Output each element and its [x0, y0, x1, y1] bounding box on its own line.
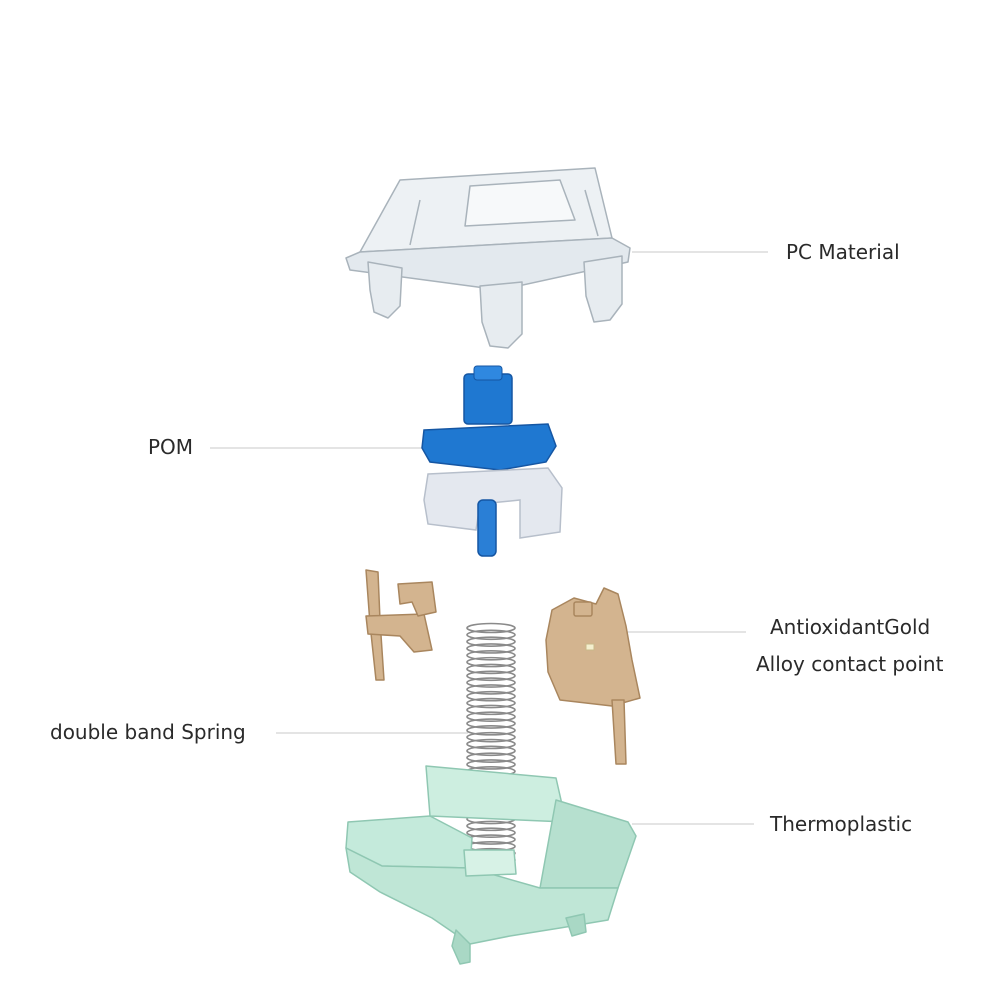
- spring-coil: [466, 752, 516, 763]
- label-pom: POM: [148, 435, 194, 459]
- top-housing-rib-left: [409, 199, 421, 246]
- spring-coil: [466, 820, 516, 832]
- spring-coil: [466, 711, 516, 723]
- leader-lines: [210, 251, 768, 825]
- contact-right: [545, 587, 641, 765]
- bottom-housing-pin-left: [451, 929, 471, 965]
- top-housing: [345, 167, 631, 349]
- spring-coil: [466, 725, 516, 736]
- contact-left-tab: [397, 581, 437, 617]
- label-thermoplastic: Thermoplastic: [770, 812, 913, 836]
- spring-coil: [466, 690, 516, 702]
- contact-right-point: [585, 643, 595, 651]
- label-contacts-line2: Alloy contact point: [756, 652, 944, 676]
- spring-coil: [466, 656, 516, 668]
- bottom-housing-right-wall: [539, 799, 637, 889]
- stem-slider: [423, 467, 563, 539]
- spring-coil: [466, 649, 516, 661]
- spring-coil: [466, 759, 516, 770]
- spring-coil: [466, 684, 516, 695]
- contact-left: [365, 569, 437, 681]
- spring-coil: [466, 827, 516, 839]
- stem-plate: [421, 423, 557, 471]
- spring-coil: [466, 738, 516, 750]
- top-housing-leg-center: [479, 281, 523, 349]
- spring-coil: [466, 697, 516, 709]
- spring-coil: [466, 704, 516, 716]
- label-pc-material: PC Material: [786, 240, 900, 264]
- top-housing-window: [464, 179, 576, 227]
- top-housing-leg-right: [583, 255, 623, 323]
- label-spring: double band Spring: [50, 720, 246, 744]
- spring-coil: [466, 636, 516, 647]
- spring-coil: [466, 670, 516, 682]
- stem-cross-top: [473, 365, 503, 381]
- bottom-housing-post: [463, 849, 517, 877]
- spring-coil: [466, 622, 516, 634]
- bottom-housing: [345, 765, 637, 965]
- spring-coil: [466, 677, 516, 688]
- spring-coil: [466, 643, 516, 654]
- contact-right-tab: [573, 601, 593, 617]
- spring: [466, 622, 516, 866]
- spring-coil: [466, 718, 516, 729]
- stem-pole: [477, 499, 497, 557]
- spring-coil: [466, 629, 516, 641]
- top-housing-leg-left: [367, 261, 403, 319]
- stem-cross: [463, 373, 513, 425]
- label-contacts-line1: AntioxidantGold: [770, 615, 931, 639]
- top-housing-front: [345, 237, 631, 291]
- contact-right-pin: [611, 699, 627, 765]
- spring-coil: [466, 745, 516, 757]
- bottom-housing-back: [425, 765, 567, 823]
- spring-coil: [466, 663, 516, 675]
- stem: [421, 365, 563, 557]
- top-housing-rib-right: [584, 189, 599, 237]
- bottom-housing-pin-right: [565, 913, 587, 937]
- spring-coil: [466, 731, 516, 743]
